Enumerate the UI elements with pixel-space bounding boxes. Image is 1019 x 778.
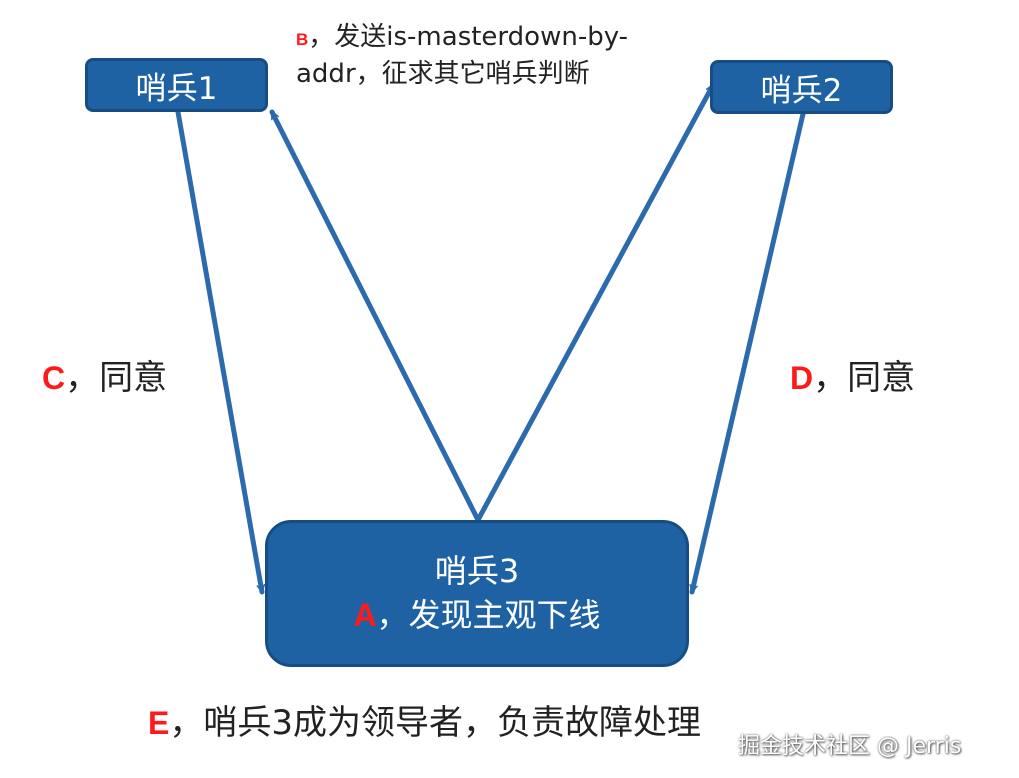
step-c-label: C，同意	[42, 350, 167, 399]
step-e-label: E，哨兵3成为领导者，负责故障处理	[148, 695, 701, 744]
step-b-text: ，发送is-masterdown-by-addr，征求其它哨兵判断	[296, 22, 629, 89]
edge-sentinel1-to-sentinel3	[175, 109, 266, 595]
step-b-letter: B	[296, 30, 309, 49]
sentinel1-node: 哨兵1	[85, 58, 268, 112]
step-a-letter: A	[353, 596, 377, 633]
step-a-line: A ，发现主观下线	[353, 594, 600, 637]
step-d-label: D，同意	[790, 350, 915, 399]
step-c-letter: C	[42, 360, 66, 396]
sentinel3-label: 哨兵3	[434, 552, 520, 591]
edge-sentinel2-to-sentinel3	[689, 111, 806, 595]
step-c-text: ，同意	[65, 358, 168, 398]
edge-sentinel3-to-sentinel1	[269, 109, 481, 523]
step-a-text: ，发现主观下线	[376, 595, 601, 634]
sentinel2-node: 哨兵2	[710, 60, 893, 114]
step-e-text: ，哨兵3成为领导者，负责故障处理	[169, 703, 701, 743]
edge-sentinel3-to-sentinel2	[475, 82, 716, 523]
step-b-label: B，发送is-masterdown-by-addr，征求其它哨兵判断	[296, 20, 696, 91]
watermark: 掘金技术社区 @ Jerris	[738, 734, 962, 759]
sentinel3-node: 哨兵3 A ，发现主观下线	[265, 520, 689, 667]
sentinel1-label: 哨兵1	[135, 70, 218, 107]
step-e-letter: E	[148, 705, 170, 741]
sentinel2-label: 哨兵2	[760, 72, 843, 109]
edges-layer	[175, 82, 806, 595]
step-d-text: ，同意	[813, 358, 916, 398]
step-d-letter: D	[790, 360, 814, 396]
